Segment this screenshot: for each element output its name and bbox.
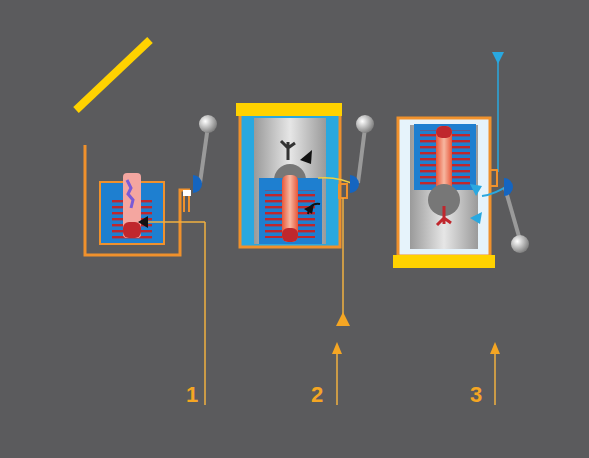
bulb-base (123, 222, 141, 238)
base (393, 255, 495, 268)
contact (183, 190, 191, 196)
lever-ball (511, 235, 529, 253)
bulb (282, 175, 298, 242)
housing (398, 118, 490, 256)
vapour (127, 180, 133, 208)
housing (85, 145, 190, 255)
callout-number: 1 (186, 384, 198, 406)
bulb (123, 173, 141, 238)
lever (200, 126, 208, 183)
leader (494, 352, 496, 405)
callout-number: 3 (470, 384, 482, 406)
leader (342, 198, 344, 316)
signal-line (497, 58, 499, 172)
lid (236, 103, 342, 116)
arrow (138, 216, 148, 228)
leader (204, 222, 206, 405)
cylinder (410, 125, 478, 249)
knob (193, 175, 202, 193)
lever-ball (356, 115, 374, 133)
leader (336, 352, 338, 405)
stem (281, 141, 295, 160)
figure-1 (76, 40, 217, 407)
lever (358, 128, 365, 183)
leader (148, 221, 205, 223)
stem (437, 206, 451, 225)
housing (240, 112, 340, 247)
cylinder (254, 118, 326, 244)
knob (350, 175, 359, 193)
callout-number: 2 (311, 384, 323, 406)
knob (504, 178, 513, 196)
lever (505, 188, 520, 240)
figure-2 (236, 103, 374, 405)
figure-3 (393, 52, 529, 405)
lever-ball (199, 115, 217, 133)
arrow (336, 312, 350, 326)
open-lid (76, 40, 150, 110)
